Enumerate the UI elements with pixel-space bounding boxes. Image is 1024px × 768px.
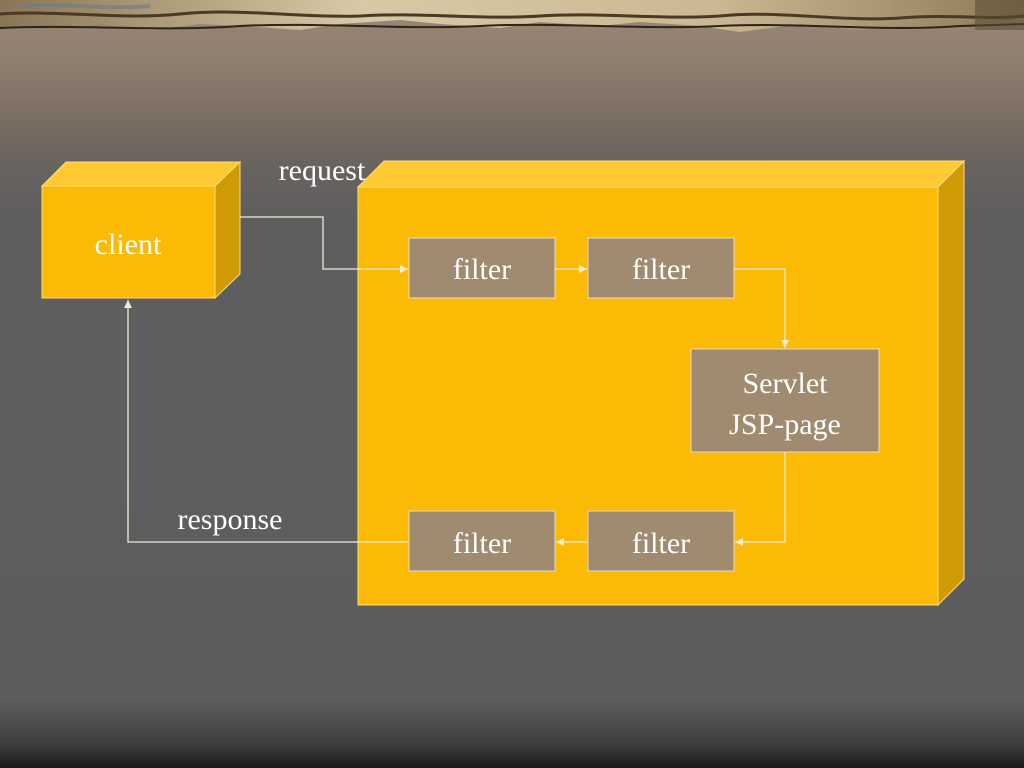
filter-box <box>587 237 735 299</box>
response-filter-2: filter <box>587 510 735 572</box>
client-box-front <box>41 185 216 299</box>
filter-box <box>587 510 735 572</box>
filter-label: filter <box>632 527 690 560</box>
request-filter-1: filter <box>408 237 556 299</box>
response-filter-1: filter <box>408 510 556 572</box>
servlet-to-filter-arrow <box>735 452 786 546</box>
response-label: response <box>178 503 283 536</box>
request-filter-2: filter <box>587 237 735 299</box>
container-box-side <box>937 159 965 607</box>
decorative-banner <box>0 0 1024 32</box>
container-box-top <box>356 160 966 188</box>
servlet-node: Servlet JSP-page <box>690 348 880 453</box>
filter-box <box>408 510 556 572</box>
connectors <box>124 216 789 546</box>
request-label: request <box>279 154 366 187</box>
client-box: client <box>40 160 242 300</box>
response-arrow <box>124 300 408 543</box>
client-box-side <box>214 160 241 300</box>
filter-label: filter <box>453 253 511 286</box>
client-label: client <box>95 228 162 261</box>
filter-to-servlet-arrow <box>734 268 789 348</box>
filter-label: filter <box>453 527 511 560</box>
servlet-box <box>690 348 880 453</box>
client-box-top <box>40 161 242 187</box>
servlet-label: Servlet <box>743 367 829 400</box>
jsp-page-label: JSP-page <box>729 408 841 441</box>
filter-label: filter <box>632 253 690 286</box>
request-arrow <box>240 216 408 273</box>
filter-box <box>408 237 556 299</box>
